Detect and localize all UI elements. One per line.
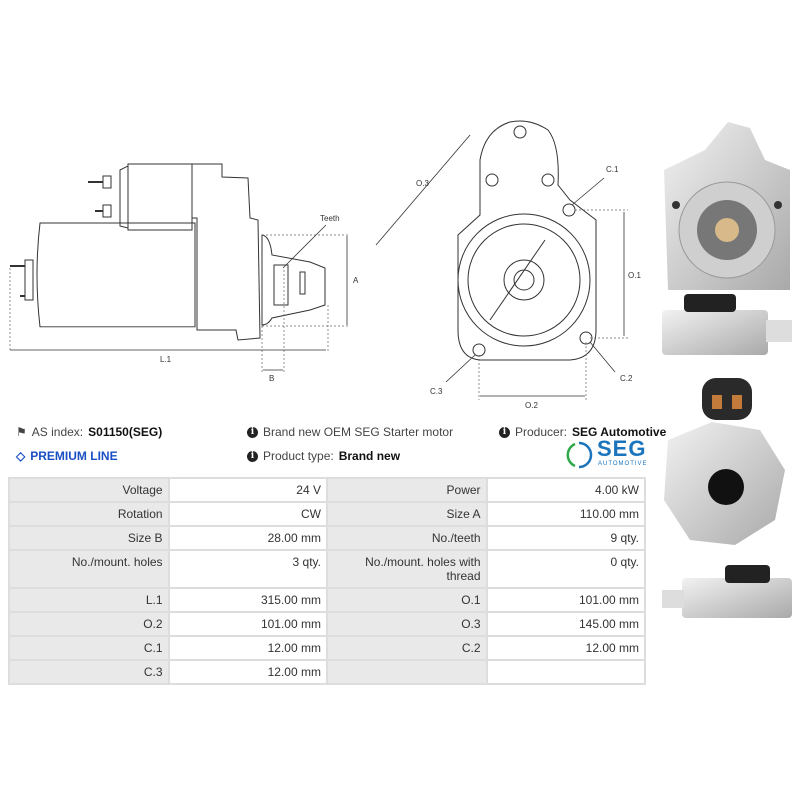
label-teeth: Teeth <box>320 214 340 223</box>
spec-label: No./mount. holes <box>8 549 170 589</box>
spec-value: 101.00 mm <box>485 587 647 613</box>
spec-value: 3 qty. <box>167 549 328 589</box>
product-type: i Product type: Brand new <box>247 449 400 463</box>
photo-rear-view <box>664 378 785 545</box>
spec-value: 110.00 mm <box>485 501 647 527</box>
tags-icon: ⚑ <box>16 425 27 439</box>
spec-value: 12.00 mm <box>485 635 647 661</box>
producer: i Producer: SEG Automotive <box>499 425 666 439</box>
spec-label: Size B <box>8 525 170 551</box>
producer-label: Producer: <box>515 425 568 439</box>
spec-value: 101.00 mm <box>167 611 328 637</box>
info-icon: i <box>247 426 258 438</box>
spec-label: O.2 <box>8 611 170 637</box>
spec-value: 28.00 mm <box>167 525 328 551</box>
premium-label: PREMIUM LINE <box>30 449 118 463</box>
spec-value: 0 qty. <box>485 549 647 589</box>
logo-text: SEG <box>597 436 647 461</box>
spec-label: Rotation <box>8 501 170 527</box>
info-icon: i <box>247 450 258 462</box>
seg-logo: SEG AUTOMOTIVE <box>565 436 650 470</box>
as-index-value: S01150(SEG) <box>88 425 163 439</box>
premium-line-badge: ◇ PREMIUM LINE <box>16 449 118 463</box>
product-photos <box>662 122 792 618</box>
spec-label: No./mount. holes with thread <box>325 549 488 589</box>
description-text: Brand new OEM SEG Starter motor <box>263 425 454 439</box>
spec-value: 12.00 mm <box>167 635 328 661</box>
product-type-label: Product type: <box>263 449 334 463</box>
spec-label: C.3 <box>8 659 170 685</box>
spec-label: No./teeth <box>325 525 488 551</box>
photo-front-view <box>664 122 790 290</box>
label-c1: C.1 <box>606 165 619 174</box>
as-index: ⚑ AS index: S01150(SEG) <box>16 425 162 439</box>
description: i Brand new OEM SEG Starter motor <box>247 425 453 439</box>
spec-label: C.1 <box>8 635 170 661</box>
spec-value: 12.00 mm <box>167 659 328 685</box>
spec-value: 24 V <box>167 477 328 503</box>
diamond-icon: ◇ <box>16 449 26 463</box>
label-o3: O.3 <box>416 179 429 188</box>
spec-label: C.2 <box>325 635 488 661</box>
spec-value: CW <box>167 501 328 527</box>
label-o1: O.1 <box>628 271 641 280</box>
as-index-label: AS index: <box>31 425 84 439</box>
spec-value <box>485 659 647 685</box>
product-type-value: Brand new <box>338 449 401 463</box>
info-icon: i <box>499 426 510 438</box>
spec-label <box>325 659 488 685</box>
label-a: A <box>353 276 359 285</box>
seg-logo-mark <box>566 441 593 469</box>
spec-label: Power <box>325 477 488 503</box>
photo-side-view <box>662 294 792 355</box>
spec-label: O.1 <box>325 587 488 613</box>
spec-label: L.1 <box>8 587 170 613</box>
front-view-drawing: O.1 O.2 O.3 C.1 C.2 C.3 <box>375 120 641 410</box>
photo-angled-view <box>662 565 792 618</box>
spec-label: Size A <box>325 501 488 527</box>
label-b: B <box>269 374 274 383</box>
label-c3: C.3 <box>430 387 443 396</box>
logo-subtext: AUTOMOTIVE <box>598 461 648 467</box>
spec-value: 315.00 mm <box>167 587 328 613</box>
spec-value: 145.00 mm <box>485 611 647 637</box>
label-c2: C.2 <box>620 374 633 383</box>
spec-label: O.3 <box>325 611 488 637</box>
label-o2: O.2 <box>525 401 538 410</box>
spec-value: 4.00 kW <box>485 477 647 503</box>
spec-label: Voltage <box>8 477 170 503</box>
spec-value: 9 qty. <box>485 525 647 551</box>
side-view-drawing: Teeth A B L.1 <box>9 163 359 383</box>
label-l1: L.1 <box>160 355 172 364</box>
producer-value: SEG Automotive <box>572 425 667 439</box>
